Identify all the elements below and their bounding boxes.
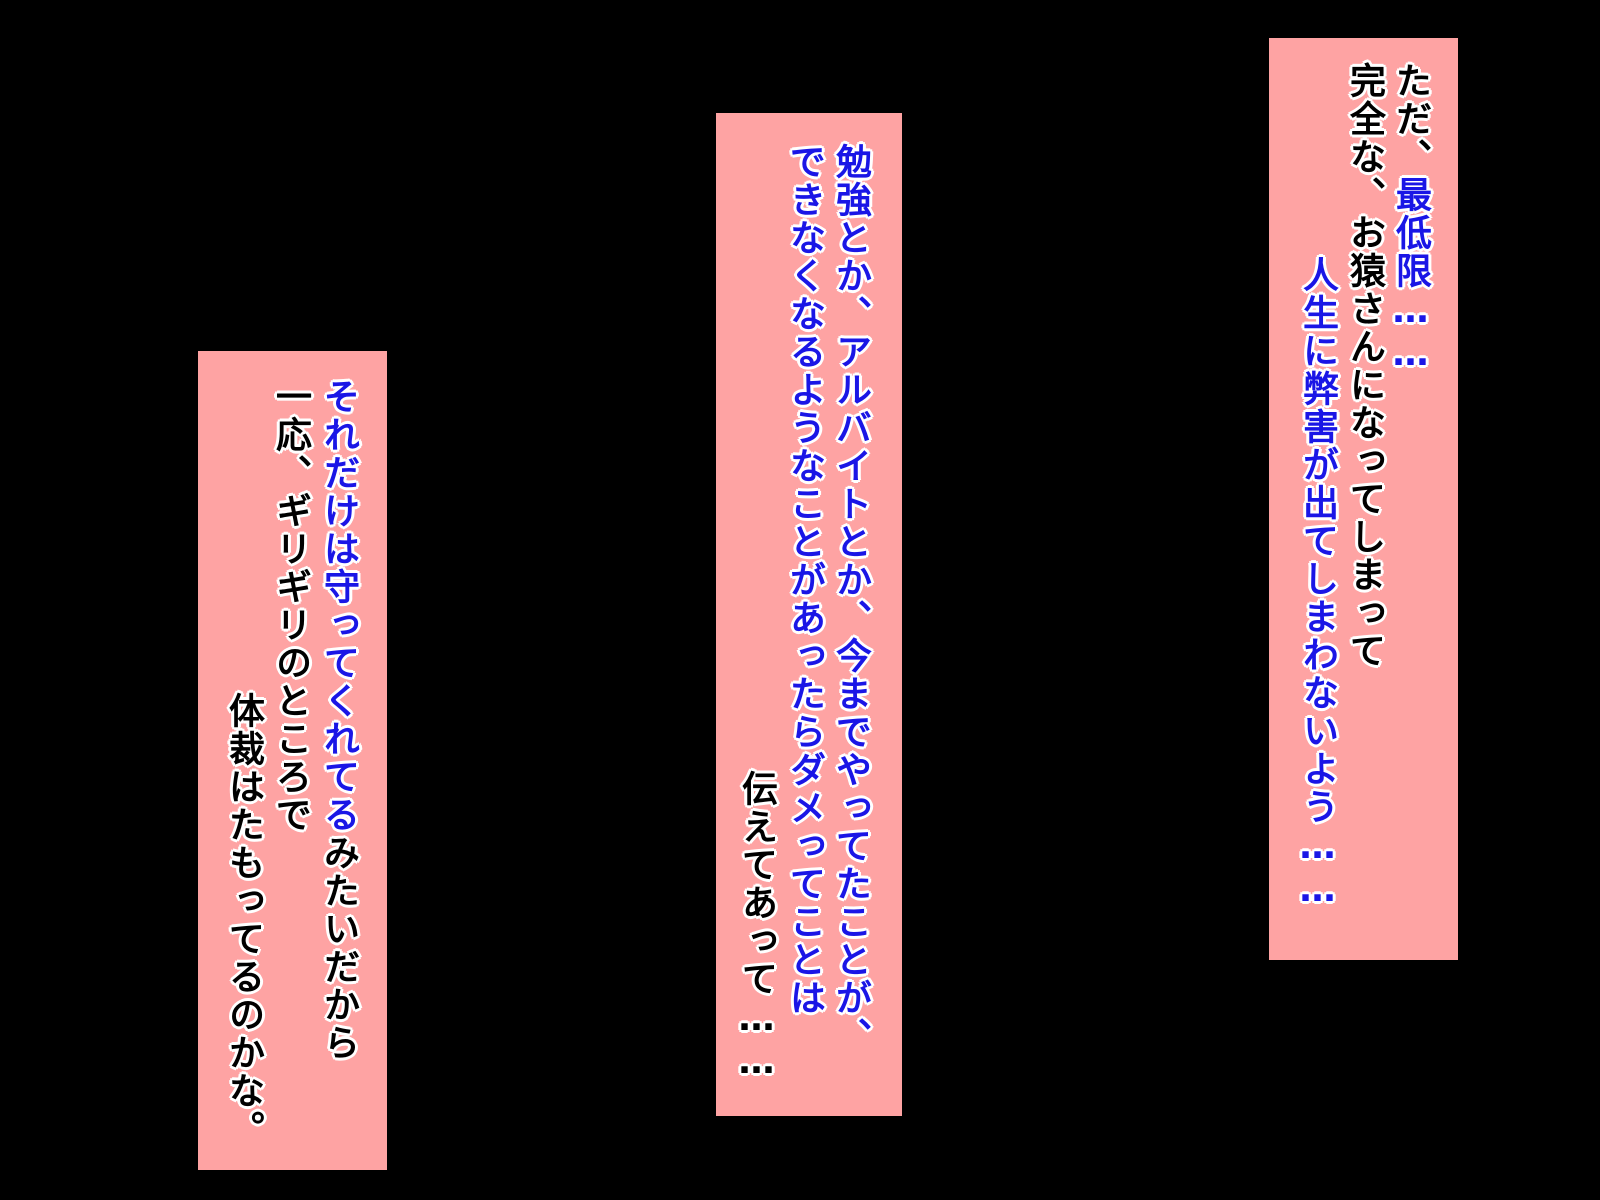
text-segment: ただ、 xyxy=(1390,62,1431,176)
left-column-3: 体裁はたもってるのかな。 xyxy=(223,692,264,1148)
text-segment: みたいだから xyxy=(318,834,359,1062)
text-segment-highlight: それだけは守ってくれてる xyxy=(318,378,359,834)
text-segment-highlight: 最低限…… xyxy=(1390,176,1431,376)
text-panel-right xyxy=(1269,38,1458,960)
text-segment: 完全な、お猿さんになってしまって xyxy=(1344,62,1385,670)
left-column-2: 一応、ギリギリのところで xyxy=(270,378,311,834)
middle-column-3: 伝えてあって…… xyxy=(736,770,777,1084)
text-segment: 一応、ギリギリのところで xyxy=(270,378,311,834)
middle-column-2: できなくなるようなことがあったらダメってことは xyxy=(784,143,825,1017)
text-segment: 伝えてあって…… xyxy=(736,770,777,1084)
text-segment-highlight: 人生に弊害が出てしまわないよう…… xyxy=(1297,256,1338,912)
right-column-3: 人生に弊害が出てしまわないよう…… xyxy=(1297,256,1338,912)
text-panel-middle xyxy=(716,113,902,1116)
text-segment: 体裁はたもってるのかな。 xyxy=(223,692,264,1148)
left-column-1: それだけは守ってくれてるみたいだから xyxy=(318,378,359,1062)
text-segment-highlight: 勉強とか、アルバイトとか、今までやってたことが、 xyxy=(830,143,871,1055)
right-column-2: 完全な、お猿さんになってしまって xyxy=(1344,62,1385,670)
text-segment-highlight: できなくなるようなことがあったらダメってことは xyxy=(784,143,825,1017)
text-panel-left xyxy=(198,351,387,1170)
middle-column-1: 勉強とか、アルバイトとか、今までやってたことが、 xyxy=(830,143,871,1055)
right-column-1: ただ、最低限…… xyxy=(1390,62,1431,376)
